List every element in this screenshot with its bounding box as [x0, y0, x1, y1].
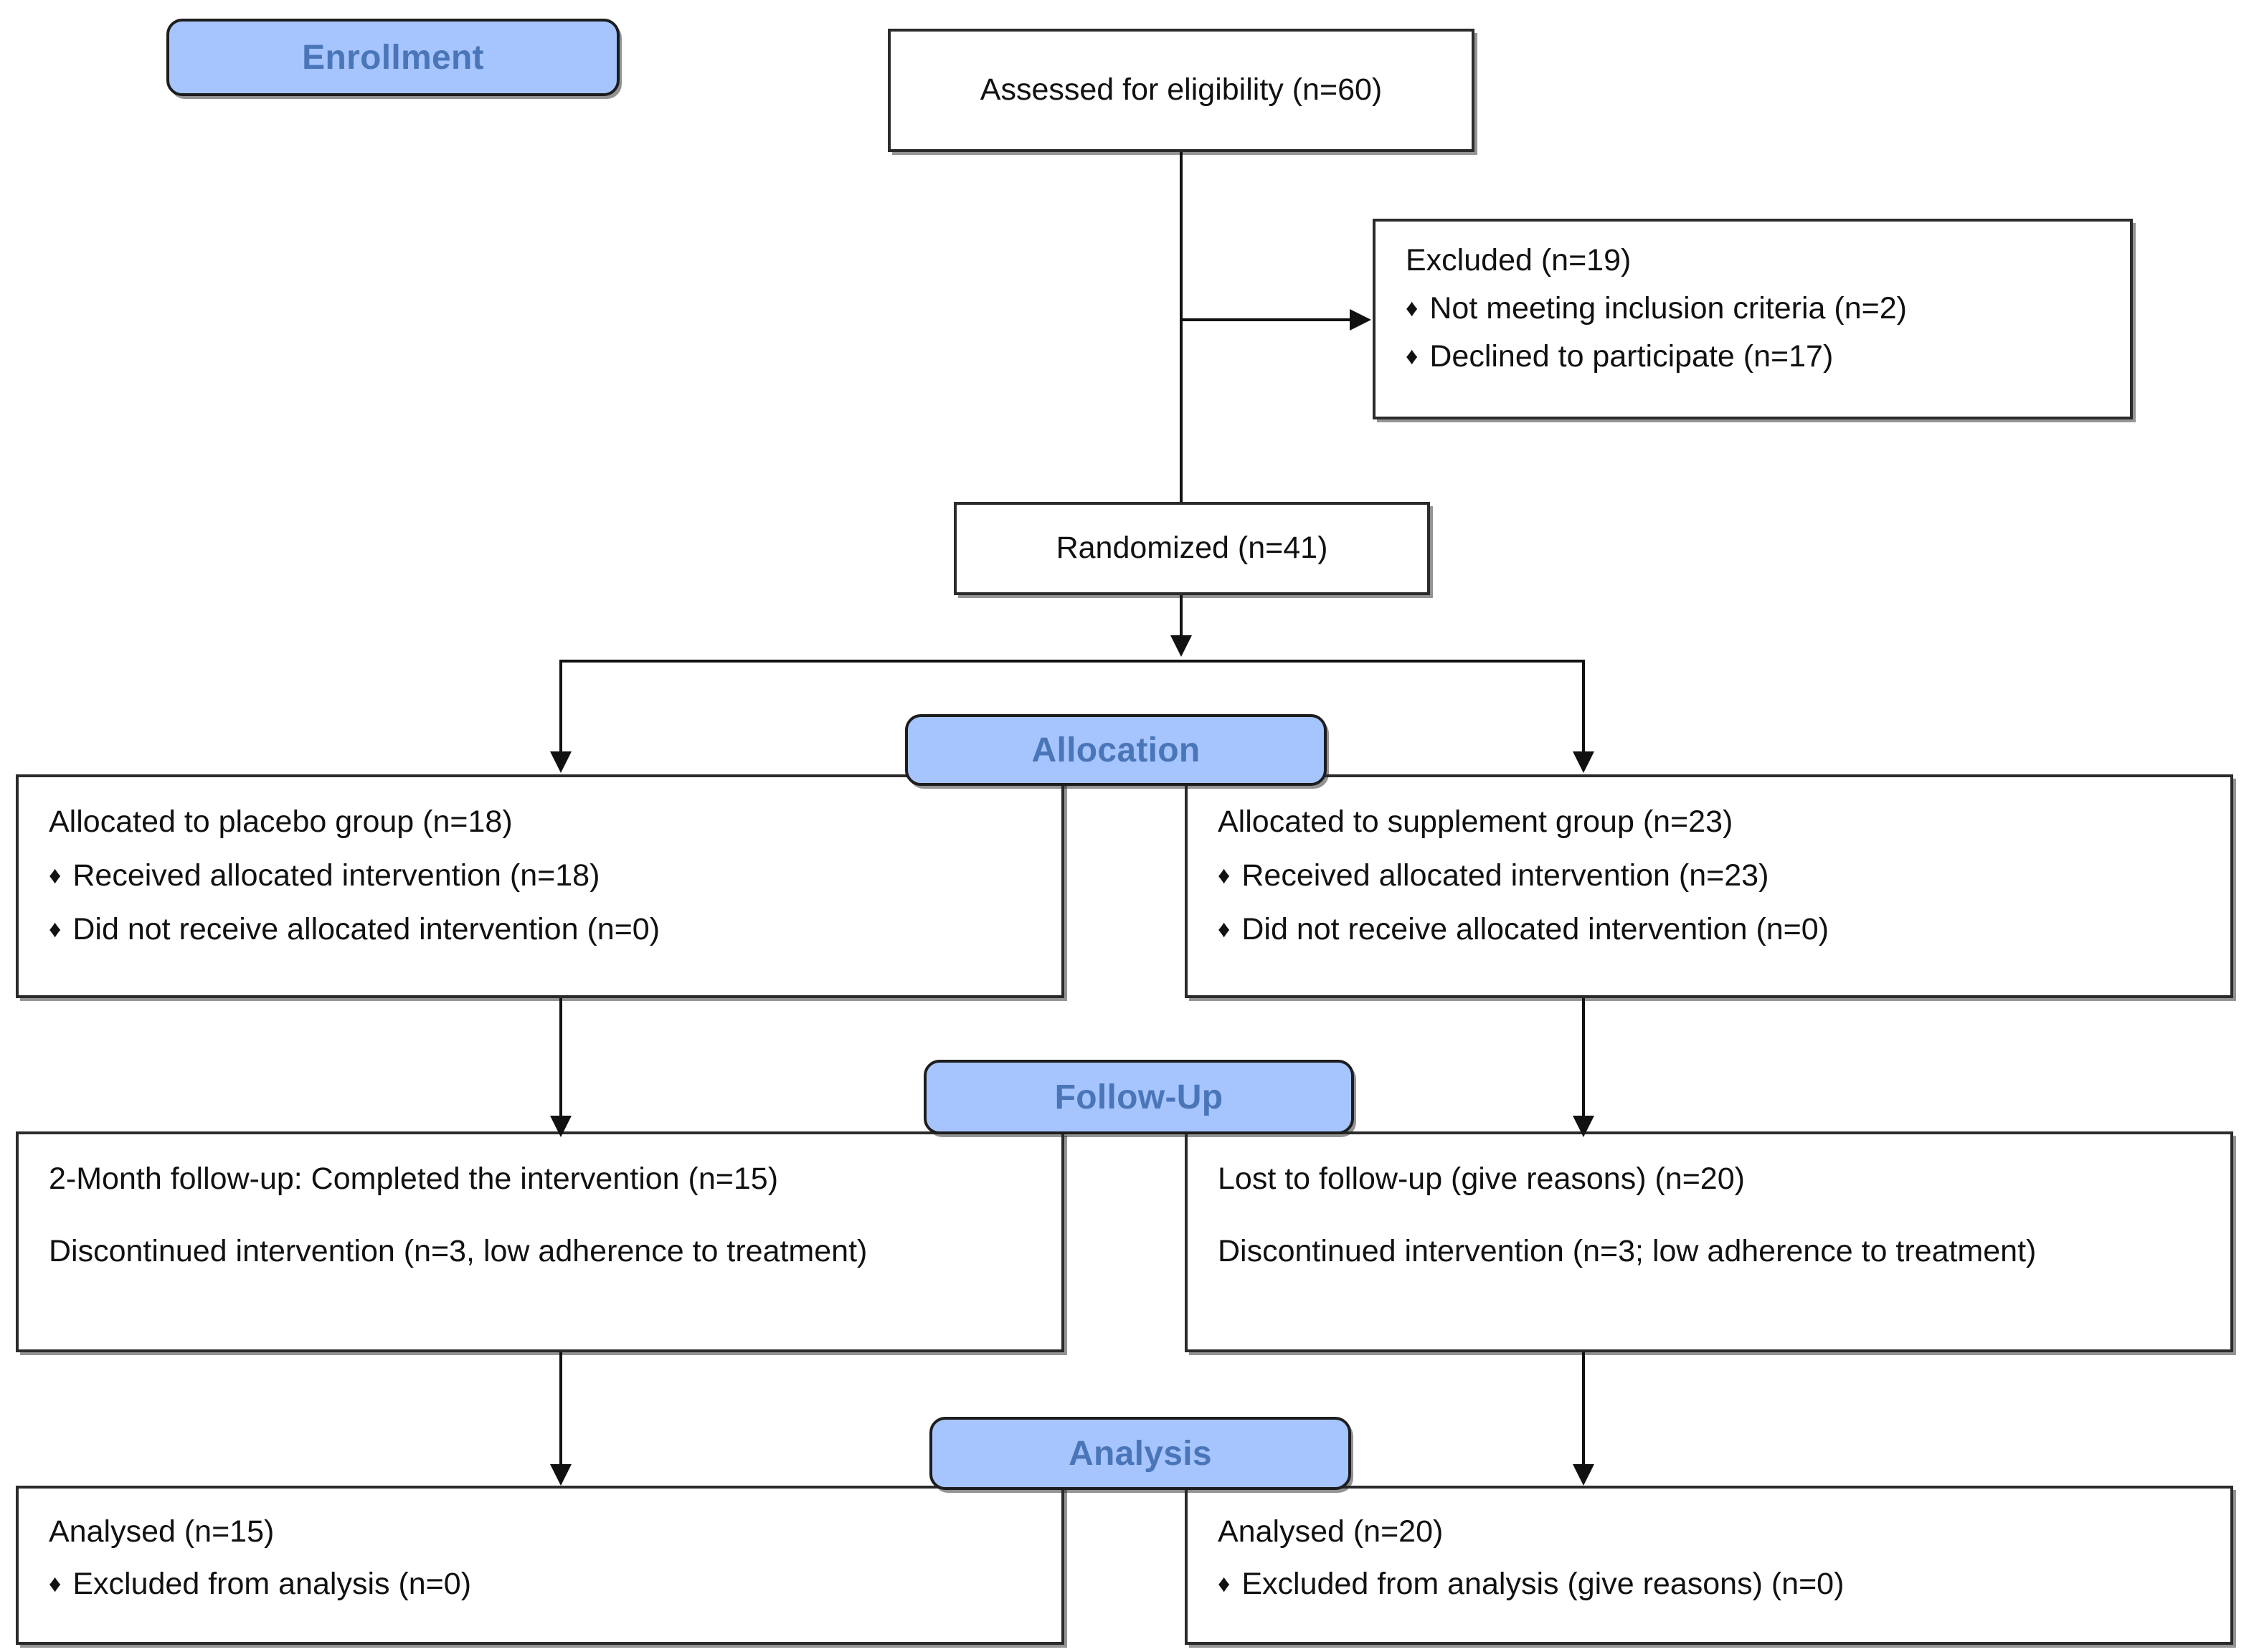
connector-right-followup-to-analysis [1582, 1352, 1585, 1467]
stage-badge-analysis-label: Analysis [1069, 1434, 1212, 1473]
diamond-bullet-icon: ♦ [49, 916, 62, 944]
diamond-bullet-icon: ♦ [1218, 916, 1231, 944]
stage-badge-allocation-label: Allocation [1031, 731, 1201, 769]
node-excluded-item-0-text: Not meeting inclusion criteria (n=2) [1429, 291, 1907, 326]
arrowhead-left-analysis [550, 1464, 572, 1486]
arrowhead-to-excluded [1350, 309, 1371, 331]
node-assessed-text: Assessed for eligibility (n=60) [980, 72, 1383, 108]
connector-left-allocation-to-followup [559, 998, 562, 1119]
stage-badge-followup: Follow-Up [924, 1060, 1354, 1134]
node-followup-supplement-line1: Lost to follow-up (give reasons) (n=20) [1218, 1162, 1745, 1196]
node-followup-placebo: 2-Month follow-up: Completed the interve… [16, 1131, 1064, 1352]
stage-badge-analysis: Analysis [929, 1417, 1351, 1490]
node-analysed-placebo-item-0-text: Excluded from analysis (n=0) [72, 1567, 472, 1602]
diamond-bullet-icon: ♦ [1218, 862, 1231, 890]
node-allocated-supplement-item-1: ♦ Did not receive allocated intervention… [1218, 913, 2216, 946]
node-allocated-supplement-heading: Allocated to supplement group (n=23) [1218, 804, 1733, 839]
connector-split-right-allocation [1582, 660, 1585, 754]
node-followup-placebo-line2: Discontinued intervention (n=3, low adhe… [49, 1234, 868, 1269]
node-analysed-placebo-item-0: ♦ Excluded from analysis (n=0) [49, 1567, 1047, 1602]
node-allocated-placebo-item-0-text: Received allocated intervention (n=18) [72, 858, 600, 893]
node-allocated-supplement-item-0-text: Received allocated intervention (n=23) [1241, 858, 1769, 893]
connector-randomized-down [1180, 595, 1183, 638]
diamond-bullet-icon: ♦ [49, 1570, 62, 1598]
node-followup-placebo-line1: 2-Month follow-up: Completed the interve… [49, 1162, 779, 1196]
connector-left-followup-to-analysis [559, 1352, 562, 1467]
diamond-bullet-icon: ♦ [1218, 1570, 1231, 1598]
stage-badge-enrollment-label: Enrollment [302, 38, 484, 77]
node-randomized: Randomized (n=41) [954, 502, 1430, 595]
diamond-bullet-icon: ♦ [1406, 295, 1419, 323]
node-excluded-item-1: ♦ Declined to participate (n=17) [1406, 341, 2116, 373]
arrowhead-right-followup [1573, 1116, 1594, 1137]
node-excluded-item-1-text: Declined to participate (n=17) [1429, 339, 1834, 374]
node-excluded-heading: Excluded (n=19) [1406, 243, 1632, 277]
node-allocated-supplement-item-0: ♦ Received allocated intervention (n=23) [1218, 858, 2216, 893]
node-analysed-supplement-item-0-text: Excluded from analysis (give reasons) (n… [1241, 1567, 1845, 1602]
stage-badge-followup-label: Follow-Up [1054, 1078, 1223, 1116]
node-analysed-supplement-item-0: ♦ Excluded from analysis (give reasons) … [1218, 1567, 2216, 1602]
node-assessed-for-eligibility: Assessed for eligibility (n=60) [888, 29, 1474, 152]
node-excluded: Excluded (n=19) ♦ Not meeting inclusion … [1373, 219, 2133, 419]
arrowhead-randomized-down [1170, 635, 1192, 657]
arrowhead-left-followup [550, 1116, 572, 1137]
node-followup-supplement-line2: Discontinued intervention (n=3; low adhe… [1218, 1234, 2037, 1269]
connector-assessed-to-randomized [1180, 152, 1183, 502]
node-randomized-text: Randomized (n=41) [1056, 531, 1328, 566]
node-analysed-supplement-heading: Analysed (n=20) [1218, 1514, 1444, 1549]
node-analysed-supplement: Analysed (n=20) ♦ Excluded from analysis… [1185, 1486, 2233, 1645]
diamond-bullet-icon: ♦ [1406, 343, 1419, 371]
node-allocated-placebo-item-1: ♦ Did not receive allocated intervention… [49, 913, 1047, 946]
node-allocated-placebo-item-1-text: Did not receive allocated intervention (… [72, 912, 661, 947]
connector-split-left-allocation [559, 660, 562, 754]
connector-split-bar-allocation [559, 660, 1585, 663]
diamond-bullet-icon: ♦ [49, 862, 62, 890]
node-allocated-supplement-item-1-text: Did not receive allocated intervention (… [1241, 912, 1829, 947]
node-analysed-placebo: Analysed (n=15) ♦ Excluded from analysis… [16, 1486, 1064, 1645]
node-allocated-placebo: Allocated to placebo group (n=18) ♦ Rece… [16, 774, 1064, 998]
arrowhead-right-allocation [1573, 751, 1594, 773]
node-allocated-supplement: Allocated to supplement group (n=23) ♦ R… [1185, 774, 2233, 998]
arrowhead-left-allocation [550, 751, 572, 773]
stage-badge-enrollment: Enrollment [166, 19, 620, 96]
arrowhead-right-analysis [1573, 1464, 1594, 1486]
node-allocated-placebo-heading: Allocated to placebo group (n=18) [49, 804, 513, 839]
node-excluded-item-0: ♦ Not meeting inclusion criteria (n=2) [1406, 291, 2116, 326]
connector-right-allocation-to-followup [1582, 998, 1585, 1119]
stage-badge-allocation: Allocation [905, 714, 1327, 786]
node-allocated-placebo-item-0: ♦ Received allocated intervention (n=18) [49, 858, 1047, 893]
node-analysed-placebo-heading: Analysed (n=15) [49, 1514, 275, 1549]
node-followup-supplement: Lost to follow-up (give reasons) (n=20) … [1185, 1131, 2233, 1352]
connector-assessed-to-excluded [1180, 318, 1352, 321]
